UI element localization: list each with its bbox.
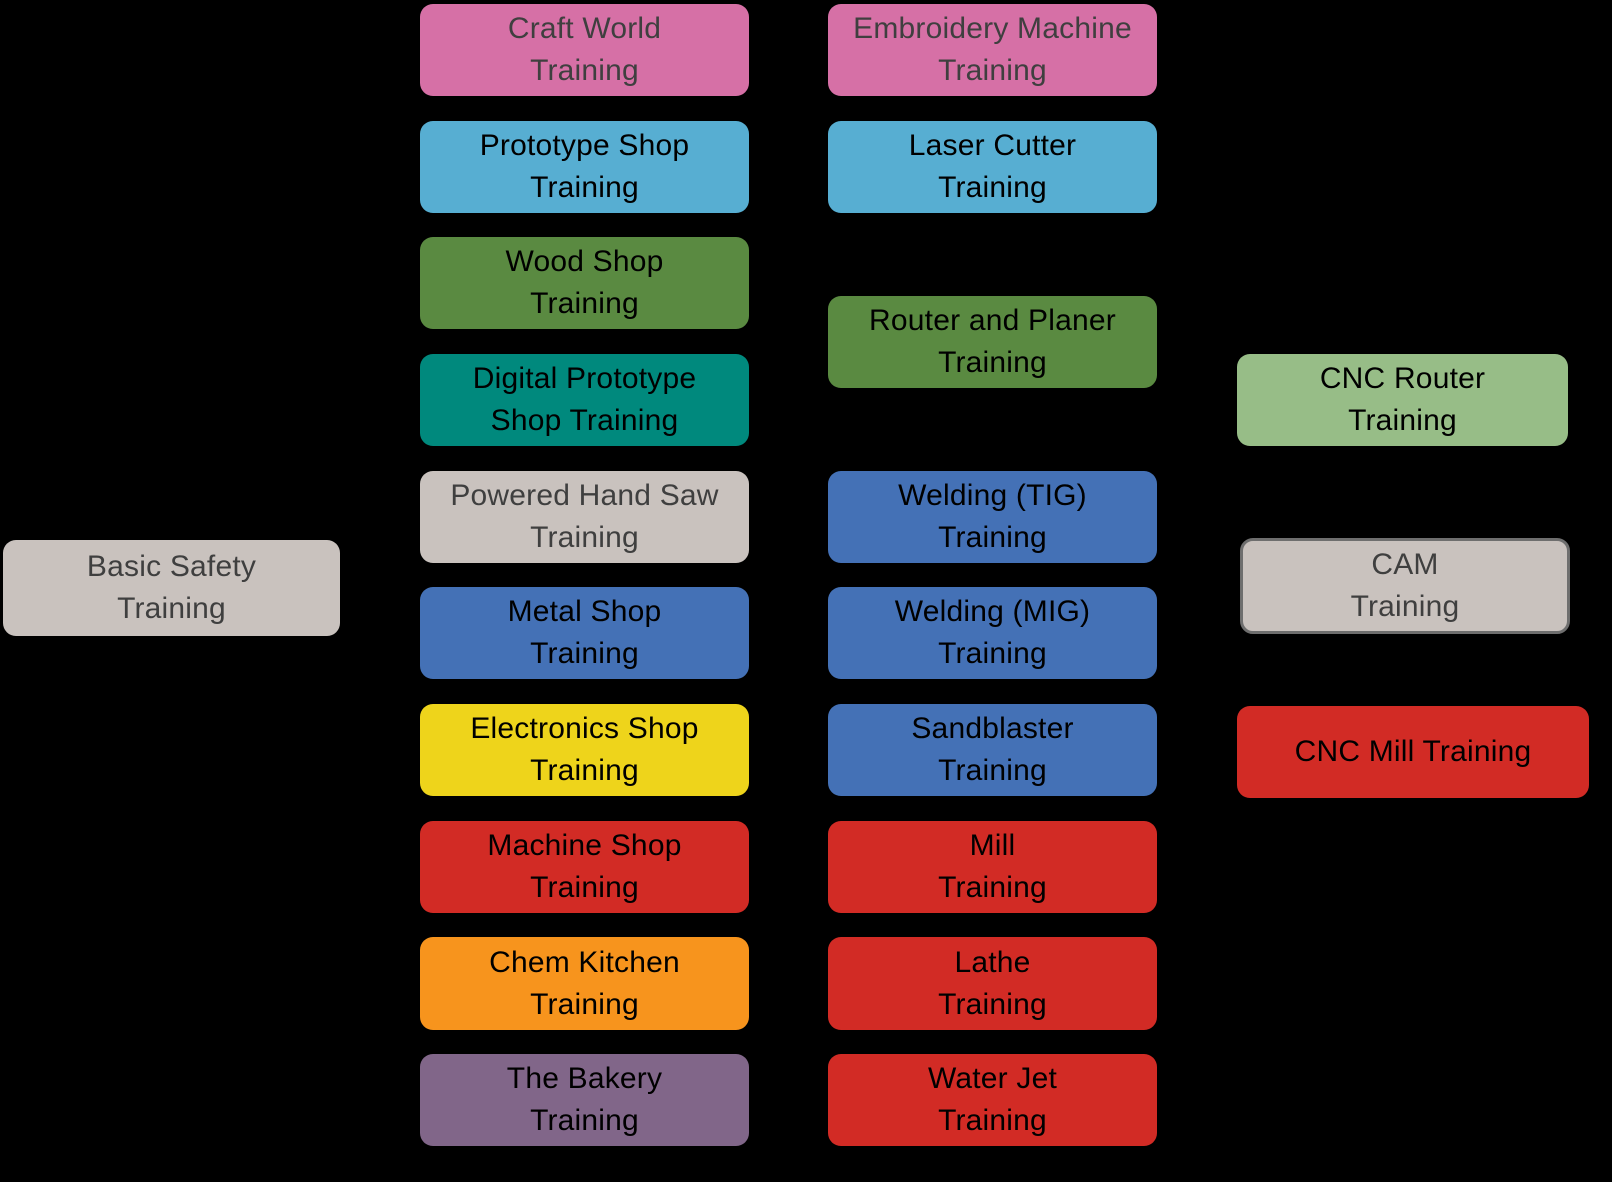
node-label-line: Embroidery Machine bbox=[853, 12, 1132, 45]
node-label-line: Digital Prototype bbox=[472, 362, 697, 395]
node-label-line: Training bbox=[530, 1104, 639, 1137]
node-label-line: Mill bbox=[969, 829, 1016, 862]
node-label-line: Metal Shop bbox=[507, 595, 662, 628]
node-label-line: Training bbox=[530, 521, 639, 554]
node-label-line: Craft World bbox=[507, 12, 662, 45]
node-label-line: Training bbox=[117, 592, 226, 625]
node-label-line: Training bbox=[530, 637, 639, 670]
node-label-line: CNC Router bbox=[1319, 362, 1486, 395]
flowchart-node-welding-tig: Welding (TIG) Training bbox=[828, 471, 1157, 563]
node-label-line: Welding (MIG) bbox=[894, 595, 1091, 628]
node-label-line: Router and Planer bbox=[869, 304, 1116, 337]
node-label-line: Training bbox=[530, 754, 639, 787]
node-label-line: Training bbox=[938, 521, 1047, 554]
node-label-line: Training bbox=[938, 54, 1047, 87]
node-label-line: Training bbox=[938, 346, 1047, 379]
node-label-line: Training bbox=[938, 987, 1047, 1021]
node-label-line: Electronics Shop bbox=[470, 712, 699, 745]
node-label-line: Laser Cutter bbox=[908, 129, 1077, 162]
node-label-line: CAM bbox=[1371, 548, 1439, 581]
node-label-line: Lathe bbox=[954, 945, 1031, 979]
node-label-line: Sandblaster bbox=[911, 712, 1074, 745]
node-label-line: Training bbox=[1350, 590, 1460, 623]
node-label-line: Training bbox=[530, 171, 639, 204]
node-label-line: Water Jet bbox=[927, 1062, 1058, 1095]
node-label-line: The Bakery bbox=[506, 1062, 663, 1095]
node-label-line: Chem Kitchen bbox=[489, 945, 680, 979]
node-label-line: Wood Shop bbox=[505, 245, 664, 278]
node-label-line: Training bbox=[938, 637, 1047, 670]
flowchart-node-cnc-mill: CNC Mill Training bbox=[1237, 706, 1589, 798]
node-label-line: Training bbox=[1348, 404, 1457, 437]
node-label-line: Welding (TIG) bbox=[898, 479, 1087, 512]
node-label-line: Training bbox=[530, 54, 639, 87]
node-label-line: Powered Hand Saw bbox=[450, 479, 719, 512]
node-label-line: Training bbox=[938, 754, 1047, 787]
flowchart-node-welding-mig: Welding (MIG) Training bbox=[828, 587, 1157, 679]
node-label-line: CNC Mill Training bbox=[1294, 735, 1532, 768]
node-label-line: Training bbox=[938, 871, 1047, 904]
node-label-line: Training bbox=[530, 987, 639, 1021]
node-label-line: Training bbox=[938, 1104, 1047, 1137]
node-label-line: Machine Shop bbox=[487, 829, 682, 862]
node-label-line: Training bbox=[530, 287, 639, 320]
node-label-line: Basic Safety bbox=[86, 550, 257, 583]
node-label-line: Training bbox=[530, 871, 639, 904]
node-label-line: Training bbox=[938, 171, 1047, 204]
flowchart-node-cam: CAM Training bbox=[1240, 538, 1570, 634]
node-label-line: Shop Training bbox=[490, 404, 679, 437]
node-label-line: Prototype Shop bbox=[479, 129, 690, 162]
